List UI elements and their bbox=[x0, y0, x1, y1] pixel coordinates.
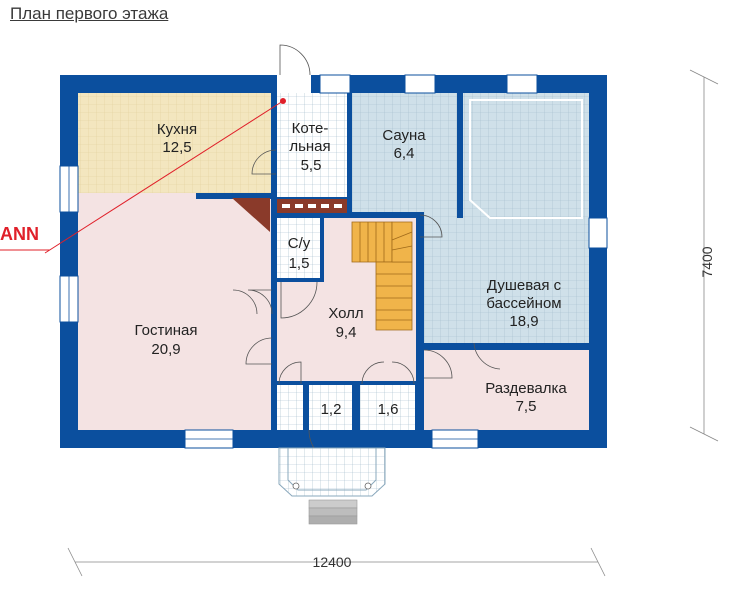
width-dimension: 12400 bbox=[313, 554, 352, 570]
wc-area: 1,5 bbox=[289, 255, 310, 272]
dressing-floor bbox=[424, 350, 589, 430]
living-floor bbox=[78, 193, 271, 430]
hall-area: 9,4 bbox=[336, 324, 357, 341]
wall-sauna-hall bbox=[352, 212, 424, 218]
wall-wc-right bbox=[320, 218, 324, 280]
hall-name: Холл bbox=[328, 305, 363, 322]
pool-outline bbox=[469, 99, 583, 219]
shower-floor-lower bbox=[424, 216, 589, 343]
kitchen-area: 12,5 bbox=[162, 139, 191, 156]
height-dimension: 7400 bbox=[699, 246, 715, 277]
kitchen-floor bbox=[78, 93, 275, 193]
wall-living-hall bbox=[271, 218, 277, 430]
window-lines bbox=[68, 166, 478, 440]
boiler-floor bbox=[277, 93, 347, 197]
dimension-lines bbox=[67, 69, 719, 577]
page-title: План первого этажа bbox=[10, 4, 169, 23]
pointer-dot bbox=[280, 98, 286, 104]
small2-area: 1,6 bbox=[378, 401, 399, 418]
wall-hall-small bbox=[277, 381, 416, 385]
kitchen-name: Кухня bbox=[157, 121, 197, 138]
sauna-floor bbox=[352, 93, 457, 216]
corner-brace bbox=[232, 198, 270, 232]
wall-kitchen-living bbox=[196, 193, 276, 199]
brand-watermark: ANN bbox=[0, 224, 39, 244]
shower-area: 18,9 bbox=[509, 313, 538, 330]
living-area: 20,9 bbox=[151, 341, 180, 358]
shower-name-1: Душевая с bbox=[487, 277, 562, 294]
sauna-name: Сауна bbox=[382, 127, 426, 144]
boiler-name-1: Коте- bbox=[292, 120, 329, 137]
wc-name: С/у bbox=[288, 235, 311, 252]
entrance-porch bbox=[278, 447, 386, 525]
wall-boiler-sauna bbox=[347, 93, 352, 216]
small1-area: 1,2 bbox=[321, 401, 342, 418]
living-name: Гостиная bbox=[135, 322, 198, 339]
wall-hall-shower bbox=[416, 218, 424, 430]
wall-kitchen-boiler bbox=[271, 93, 277, 197]
staircase bbox=[351, 221, 413, 331]
dressing-area: 7,5 bbox=[516, 398, 537, 415]
pointer-line bbox=[44, 100, 284, 254]
wc-floor-top bbox=[277, 218, 320, 280]
shower-name-2: бассейном bbox=[486, 295, 561, 312]
wall-small-divider1 bbox=[303, 383, 309, 430]
beam-marks bbox=[282, 204, 342, 208]
sauna-area: 6,4 bbox=[394, 145, 415, 162]
corridor-tile bbox=[277, 383, 303, 430]
boiler-area: 5,5 bbox=[301, 157, 322, 174]
wall-shower-dressing bbox=[424, 343, 589, 350]
wall-wc-bottom bbox=[277, 278, 324, 282]
small1-floor bbox=[309, 385, 352, 430]
wall-small-divider2 bbox=[352, 383, 360, 430]
small2-floor bbox=[360, 385, 415, 430]
wall-sauna-shower bbox=[457, 93, 463, 218]
boiler-name-2: льная bbox=[289, 138, 330, 155]
dressing-name: Раздевалка bbox=[485, 380, 567, 397]
